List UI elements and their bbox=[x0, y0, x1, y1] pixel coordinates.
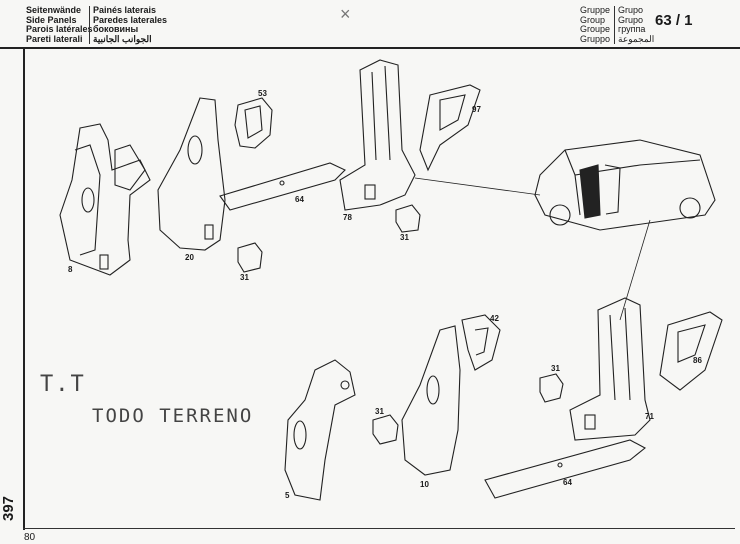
frame-left-rule bbox=[23, 48, 25, 530]
callout-31-lower-right: 31 bbox=[551, 364, 560, 373]
group-it: Gruppo bbox=[580, 33, 611, 44]
page-number: 80 bbox=[24, 532, 36, 543]
callout-86: 86 bbox=[693, 356, 702, 365]
title-it: Pareti laterali bbox=[26, 33, 83, 44]
part-64-bottom-drawing bbox=[484, 439, 646, 499]
header-divider bbox=[89, 6, 90, 44]
group-labels-right: Grupo Grupo группа المجموعة bbox=[618, 5, 655, 44]
callout-42: 42 bbox=[490, 314, 499, 323]
frame-bottom-rule bbox=[23, 528, 735, 529]
cross-mark: × bbox=[340, 4, 351, 24]
part-97-drawing bbox=[419, 84, 481, 172]
group-fr: Groupe bbox=[580, 24, 611, 34]
stamp-abbreviation: T.T bbox=[40, 372, 86, 397]
callout-71: 71 bbox=[645, 412, 654, 421]
part-31-left-drawing bbox=[237, 242, 263, 273]
part-5-drawing bbox=[284, 359, 356, 501]
part-78-drawing bbox=[339, 59, 416, 211]
title-de: Seitenwände bbox=[26, 5, 82, 15]
part-71-drawing bbox=[569, 297, 651, 441]
callout-53: 53 bbox=[258, 89, 267, 98]
callout-31-left: 31 bbox=[240, 273, 249, 282]
title-fr: Parois latérales bbox=[26, 24, 93, 34]
section-title-left: Seitenwände Side Panels Parois latérales… bbox=[26, 5, 93, 44]
stamp-text: TODO TERRENO bbox=[92, 405, 254, 427]
title-es: Paredes laterales bbox=[93, 14, 168, 25]
callout-78: 78 bbox=[343, 213, 352, 222]
callout-31-lower-left: 31 bbox=[375, 407, 384, 416]
callout-64-bottom: 64 bbox=[563, 478, 572, 487]
title-pt: Painés laterais bbox=[93, 5, 157, 15]
group-ru: группа bbox=[618, 24, 646, 34]
side-page-number: 397 bbox=[0, 495, 18, 522]
callout-31-mid: 31 bbox=[400, 233, 409, 242]
callout-97: 97 bbox=[472, 105, 481, 114]
part-10-drawing bbox=[401, 325, 461, 476]
group-divider bbox=[614, 6, 615, 44]
part-20-drawing bbox=[157, 97, 226, 251]
vehicle-drawing bbox=[534, 139, 716, 231]
part-64-top-drawing bbox=[219, 162, 346, 211]
group-es: Grupo bbox=[618, 14, 644, 25]
part-86-drawing bbox=[659, 311, 723, 391]
group-pt: Grupo bbox=[618, 5, 644, 15]
part-31-mid-drawing bbox=[395, 204, 421, 233]
callout-20: 20 bbox=[185, 253, 194, 262]
group-de: Gruppe bbox=[580, 5, 611, 15]
callout-8: 8 bbox=[68, 265, 73, 274]
part-42-drawing bbox=[461, 314, 501, 371]
title-ru: боковины bbox=[93, 24, 139, 34]
group-en: Group bbox=[580, 14, 606, 25]
callout-64-top: 64 bbox=[295, 195, 304, 204]
callout-10: 10 bbox=[420, 480, 429, 489]
part-8-drawing bbox=[59, 123, 151, 276]
part-31-lower-left-drawing bbox=[372, 414, 399, 445]
section-title-right: Painés laterais Paredes laterales бокови… bbox=[93, 5, 168, 44]
group-number: 63 / 1 bbox=[655, 12, 693, 29]
callout-5: 5 bbox=[285, 491, 290, 500]
part-31-lower-right-drawing bbox=[539, 373, 564, 403]
frame-top-rule bbox=[0, 47, 740, 49]
group-labels-left: Gruppe Group Groupe Gruppo bbox=[580, 5, 611, 44]
group-ar: المجموعة bbox=[618, 33, 655, 44]
part-53-drawing bbox=[234, 97, 273, 149]
title-en: Side Panels bbox=[26, 14, 77, 25]
title-ar: الجوانب الجانبية bbox=[93, 33, 152, 44]
leader-lines bbox=[414, 177, 651, 321]
